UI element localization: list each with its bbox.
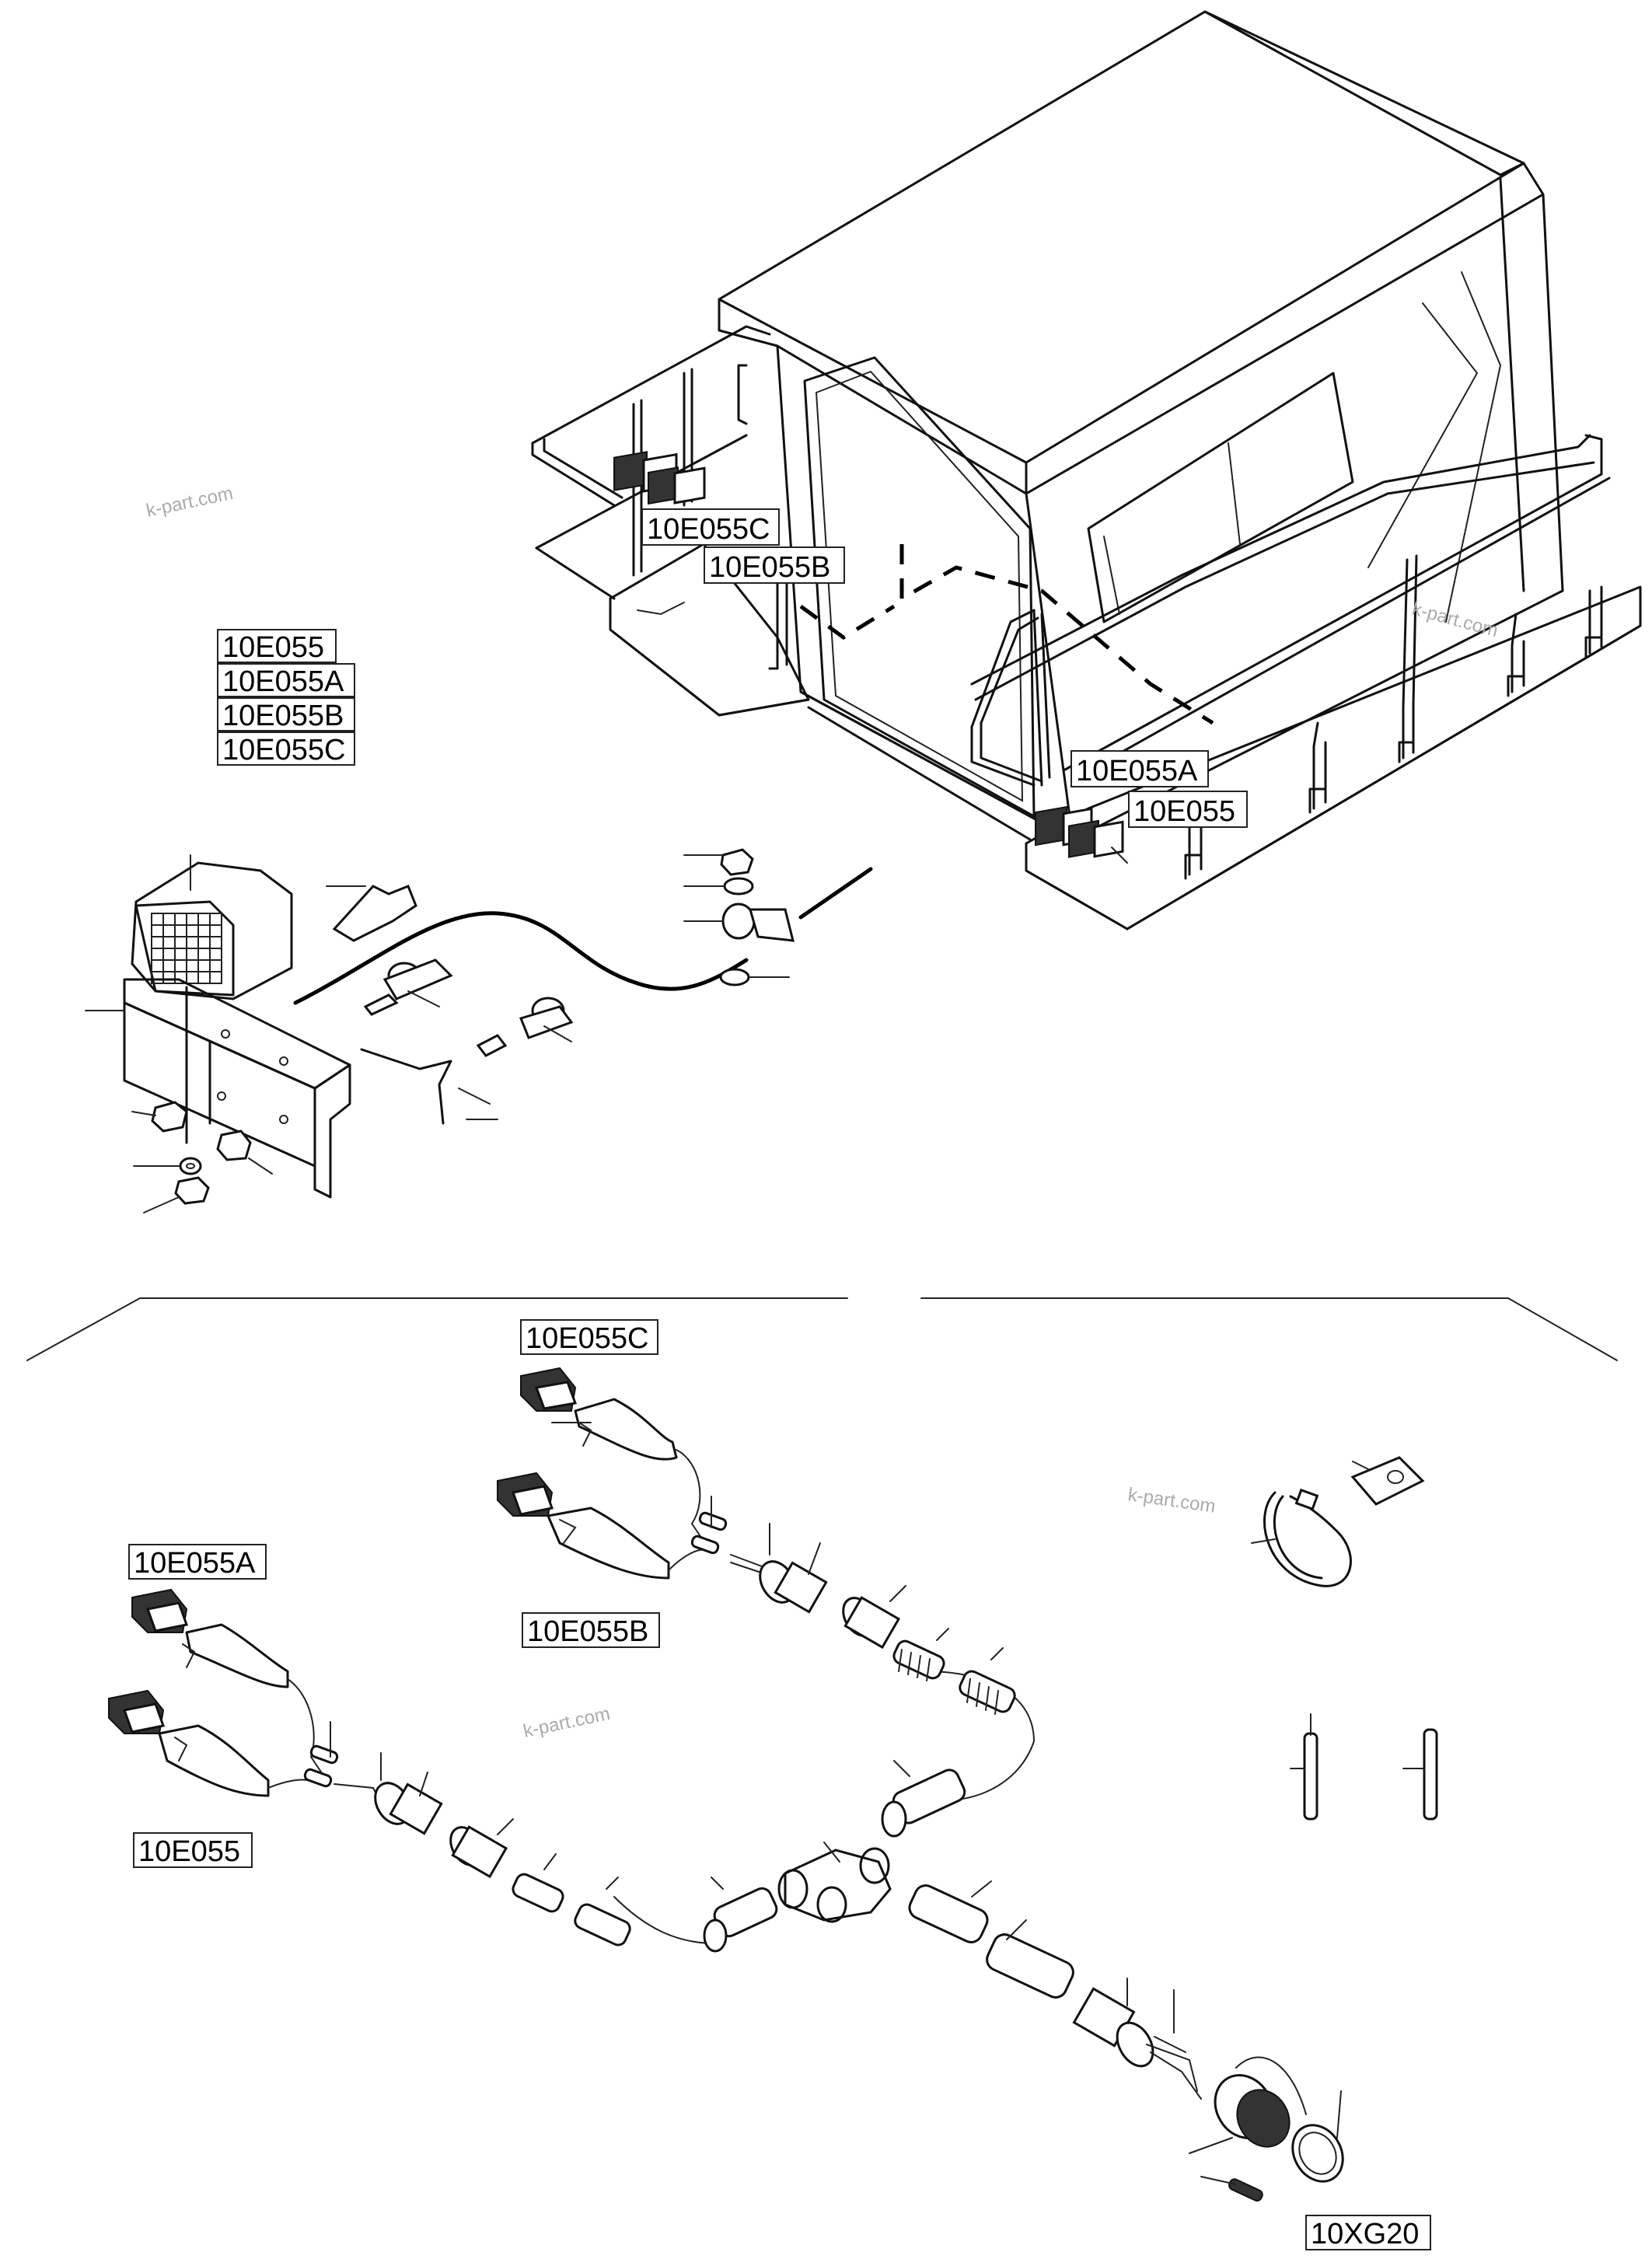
lamp-lens-grid xyxy=(151,913,222,984)
cab-illustration xyxy=(531,10,1642,930)
corrugated-tube-upper-2 xyxy=(959,1647,1016,1715)
svg-text:10E055B: 10E055B xyxy=(527,1615,648,1648)
watermark: k-part.com xyxy=(522,1703,612,1742)
harness-lamp-connector-10e055 xyxy=(108,1689,270,1797)
harness-sleeves-lower xyxy=(303,1721,339,1788)
svg-text:10E055: 10E055 xyxy=(138,1835,240,1868)
harness-junction-lower xyxy=(334,1752,631,1947)
sleeve-pin-1 xyxy=(1290,1713,1318,1821)
harness-lamp-connector-10e055a xyxy=(131,1588,289,1688)
svg-text:10E055: 10E055 xyxy=(222,631,324,664)
svg-text:10E055B: 10E055B xyxy=(709,551,830,584)
svg-text:10E055A: 10E055A xyxy=(222,665,344,698)
harness-lamp-connector-10e055b xyxy=(497,1472,670,1580)
handrail-posts xyxy=(1184,554,1603,880)
svg-text:10E055: 10E055 xyxy=(1133,795,1235,828)
cab-label-10e055a: 10E055A xyxy=(1070,750,1209,787)
svg-text:10E055B: 10E055B xyxy=(222,700,344,732)
bolt-upper xyxy=(363,958,453,1016)
svg-text:10E055A: 10E055A xyxy=(1076,755,1198,787)
svg-text:10E055C: 10E055C xyxy=(647,513,770,546)
harness-tee-junction xyxy=(703,1760,966,1953)
nut-1 xyxy=(131,1101,188,1133)
watermark: k-part.com xyxy=(1126,1484,1217,1517)
harness-junction-upper xyxy=(730,1523,906,1650)
svg-text:10E055A: 10E055A xyxy=(134,1547,256,1580)
harness-lamp-connector-10e055c xyxy=(520,1367,678,1461)
harness-label-10e055: 10E055 xyxy=(133,1832,253,1868)
cab-label-10e055: 10E055 xyxy=(1128,791,1248,828)
harness-label-10e055b: 10E055B xyxy=(522,1612,660,1648)
svg-text:10E055C: 10E055C xyxy=(526,1322,648,1355)
section-divider xyxy=(26,1297,1618,1361)
cable-tie xyxy=(1251,1488,1352,1587)
cab-label-10e055b: 10E055B xyxy=(704,546,845,584)
harness-label-10e055c: 10E055C xyxy=(520,1319,658,1355)
connector-10xg20-assembly xyxy=(1072,1978,1344,2202)
bolt-lower xyxy=(476,997,574,1057)
lamp-10e055b-cab xyxy=(648,466,706,505)
svg-text:10XG20: 10XG20 xyxy=(1311,2218,1419,2250)
label-plate xyxy=(1350,1456,1425,1506)
corrugated-tube-upper-1 xyxy=(892,1628,949,1681)
watermark: k-part.com xyxy=(1409,599,1500,641)
cable-clamp-stack xyxy=(683,848,873,986)
washer-1 xyxy=(133,1157,202,1175)
lamp-reference-list: 10E055 10E055A 10E055B 10E055C xyxy=(217,629,355,766)
connector-label-10xg20: 10XG20 xyxy=(1305,2215,1431,2250)
nut-3 xyxy=(143,1176,210,1213)
lamp-10e055-cab xyxy=(1068,819,1124,858)
harness-sleeves-upper xyxy=(690,1496,728,1555)
harness-label-10e055a: 10E055A xyxy=(128,1544,267,1580)
watermark: k-part.com xyxy=(145,483,235,522)
lamp-bracket-exploded xyxy=(85,848,873,1213)
sleeve-pin-2 xyxy=(1402,1728,1438,1821)
nut-2 xyxy=(216,1130,273,1175)
svg-text:10E055C: 10E055C xyxy=(222,734,345,766)
corrugated-tube-lower xyxy=(908,1880,1074,1999)
cab-label-10e055c: 10E055C xyxy=(641,508,780,546)
